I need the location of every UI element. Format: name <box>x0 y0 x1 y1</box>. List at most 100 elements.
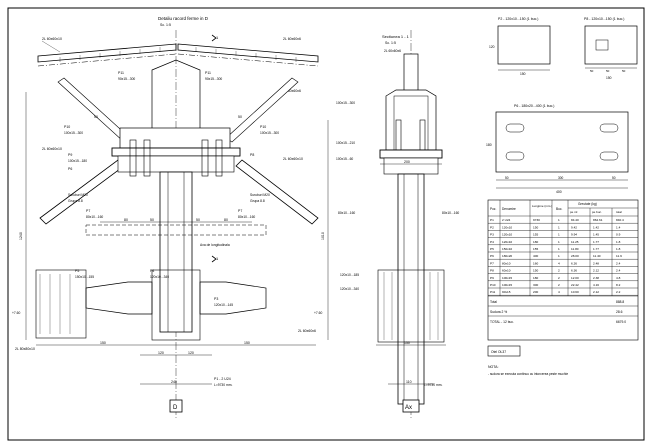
table-cell: 180x20 <box>502 254 512 258</box>
th-pe-ml: pe ml <box>570 210 578 214</box>
table-cell: 2 <box>558 283 560 287</box>
p9-dim: 100x15...180 <box>68 159 87 163</box>
plate-p8-d1: 50 <box>590 69 594 73</box>
p3-dim: 120x10...145 <box>214 303 233 307</box>
dim-80: 80 <box>124 218 128 222</box>
plate-p2-title: P2 - 120x10...150 (1 buc.) <box>498 17 538 21</box>
table-cell: 180 <box>533 240 538 244</box>
section-gusset <box>385 89 437 151</box>
table-cell: 400 <box>533 254 538 258</box>
p7-dim-r: 80x10...160 <box>238 215 255 219</box>
table-cell: 11.25 <box>571 240 579 244</box>
table-cell: 1 <box>558 218 560 222</box>
top-chord-right <box>177 43 319 63</box>
dim-label: 50 <box>94 115 98 119</box>
plate-p8-w: 150 <box>606 76 612 80</box>
table-cell: P6 <box>490 254 494 258</box>
th-buc: Buc. <box>556 207 562 211</box>
table-cell: 11.80 <box>571 247 579 251</box>
bolt-label-r: Suruburi M20 <box>250 193 270 197</box>
p3-label: P3 <box>214 297 218 301</box>
sec-p10-dim: 100x15...300 <box>336 101 355 105</box>
table-cell: 180 <box>533 276 538 280</box>
th-poz: Poz. <box>490 207 496 211</box>
table-cell: 28.00 <box>571 254 579 258</box>
dim-80-r: 80 <box>224 218 228 222</box>
p1-label: P1 - 2 U24 <box>214 377 231 381</box>
cut-marker-mid: 1 <box>216 256 219 261</box>
plate-p6-d2: 300 <box>558 176 564 180</box>
angle-label-1: 2L 60x60x10 <box>42 37 62 41</box>
th-greutate: Greutate (kg) <box>578 202 597 206</box>
angle-label-5: 2L 60x60x10 <box>283 157 303 161</box>
table-cell: 2.38 <box>593 276 599 280</box>
cut-marker-top: 1 <box>216 35 219 40</box>
table-cell: 10.60 <box>571 290 579 294</box>
plate-p2-h: 120 <box>489 45 495 49</box>
plate-p6-h: 180 <box>486 143 492 147</box>
angle-label-6: 2L 60x60x6 <box>298 329 316 333</box>
bolt-grade-r: Grupa 8.8 <box>250 199 265 203</box>
table-cell: 11.40 <box>593 254 601 258</box>
table-cell: 2 <box>558 276 560 280</box>
table-cell: 100x15 <box>502 283 512 287</box>
table-cell: P11 <box>490 290 496 294</box>
section-angle: 2L 60x60x6 <box>384 49 401 53</box>
dim-h1: 1240 <box>19 232 23 240</box>
section-scale: Sc. 1:5 <box>385 41 396 45</box>
table-cell: 1.77 <box>593 247 599 251</box>
p1-length: L=9730 mm. <box>214 383 233 387</box>
table-cell: 1.8 <box>616 240 621 244</box>
table-cell: P7 <box>490 261 494 265</box>
plate-p8-d2: 50 <box>606 69 610 73</box>
p11-label-r: P11 <box>205 71 211 75</box>
steel-grade: Otel OL37 <box>491 350 506 354</box>
table-cell: 2.2 <box>616 290 621 294</box>
p10-label-r: P10 <box>260 125 266 129</box>
plate-p8 <box>584 25 638 65</box>
plate-p8-title: P8 - 120x10...150 (1 buc.) <box>584 17 624 21</box>
axis-letter-ax: Ax <box>405 405 412 411</box>
table-cell: 60x10 <box>502 269 511 273</box>
table-cell: P2 <box>490 225 494 229</box>
total1-label: Total <box>490 300 497 304</box>
table-cell: 2.48 <box>593 261 599 265</box>
table-cell: 120x10 <box>502 225 512 229</box>
table-cell: 2.12 <box>593 269 599 273</box>
plate-p2 <box>497 25 551 65</box>
p5-label: P5 <box>75 269 79 273</box>
table-cell: 1 <box>558 247 560 251</box>
sec-p8-dim: 100x15...60 <box>336 157 353 161</box>
table-cell: 155 <box>533 247 538 251</box>
table-cell: 22.42 <box>571 283 579 287</box>
table-cell: 4 <box>558 261 560 265</box>
table-cell: 2.12 <box>593 290 599 294</box>
table-cell: P8 <box>490 269 494 273</box>
diagonal-left <box>39 159 125 225</box>
total1-value: 888.8 <box>616 300 624 304</box>
dim-150-r: 150 <box>244 341 250 345</box>
th-pe-buc: pe buc. <box>592 210 602 214</box>
th-denumire: Denumire <box>502 207 516 211</box>
bolt-label: Suruburi M20 <box>68 193 88 197</box>
dim-120: 120 <box>158 351 164 355</box>
table-cell: P5 <box>490 247 494 251</box>
table-cell: 2 <box>558 269 560 273</box>
table-cell: 120x10 <box>502 240 512 244</box>
table-cell: 862.61 <box>593 218 603 222</box>
th-total: total <box>616 210 622 214</box>
table-cell: 1.42 <box>593 225 599 229</box>
table-cell: 9.42 <box>571 225 577 229</box>
plate-p2-w: 150 <box>520 72 526 76</box>
table-cell: 6.36 <box>571 269 577 273</box>
table-cell: 84.40 <box>571 218 579 222</box>
sec-p1-length: L=9730 mm. <box>424 383 443 387</box>
table-cell: 1 <box>558 225 560 229</box>
table-cell: 1 <box>558 254 560 258</box>
sec-dim-200: 200 <box>404 160 410 164</box>
p6-label: P6 <box>68 167 72 171</box>
elevation-left: +7.60 <box>12 311 21 315</box>
plate-details: P2 - 120x10...150 (1 buc.) 120 150 P8 - … <box>486 17 638 194</box>
table-cell: P1 <box>490 218 494 222</box>
axis-bubble-d <box>169 399 183 413</box>
